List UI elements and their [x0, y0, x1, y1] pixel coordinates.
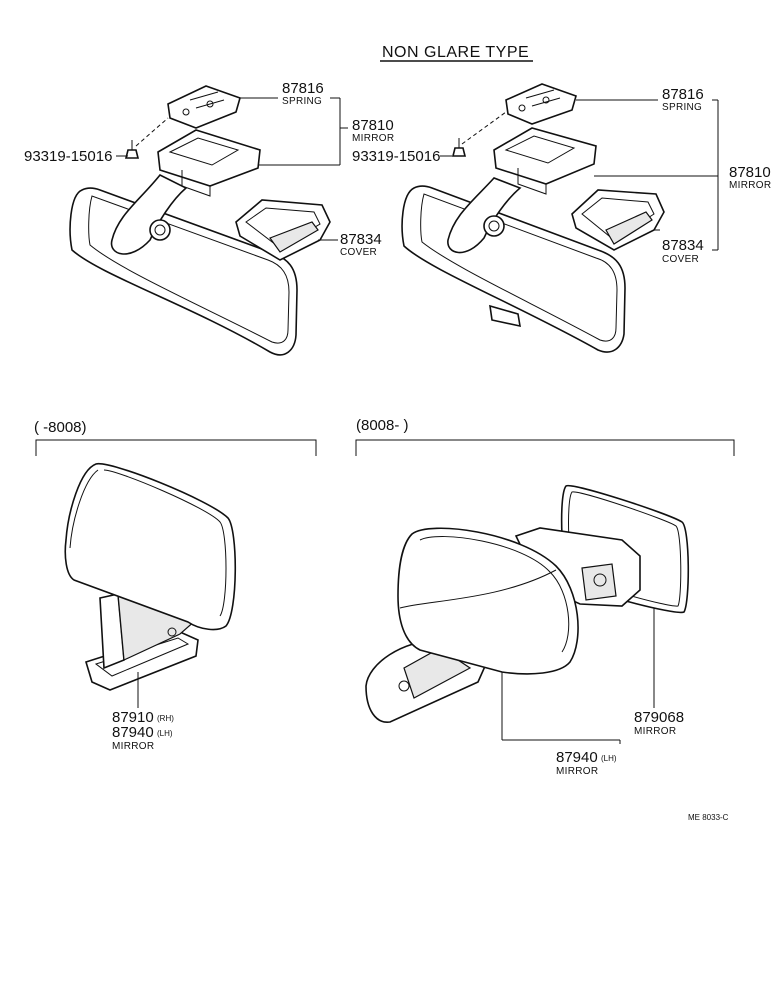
right-spring-number: 87816: [662, 86, 704, 103]
footer-code: ME 8033-C: [688, 813, 729, 822]
screw-icon: [451, 138, 467, 157]
cover-part: [235, 199, 331, 261]
late-lh-name: MIRROR: [556, 766, 598, 777]
right-mirror-number: 87810: [729, 164, 771, 181]
right-screw-number: 93319-15016: [352, 148, 440, 165]
inside-mirror-right: [401, 83, 665, 353]
left-leader-lines: [116, 97, 348, 241]
left-spring-name: SPRING: [282, 96, 322, 107]
svg-text:NON GLARE TYPE: NON GLARE TYPE: [382, 44, 529, 61]
left-screw-number: 93319-15016: [24, 148, 112, 165]
early-lh-number: 87940: [112, 724, 154, 741]
cover-part: [571, 189, 665, 251]
right-mirror-name: MIRROR: [729, 180, 771, 191]
inside-mirror-left: [69, 85, 331, 356]
left-mirror-name: MIRROR: [352, 133, 394, 144]
early-rh-side: (RH): [157, 714, 174, 723]
left-cover-number: 87834: [340, 231, 382, 248]
late-leader-lines: [501, 608, 655, 744]
left-cover-name: COVER: [340, 247, 377, 258]
early-rh-number: 87910: [112, 709, 154, 726]
late-lh-number: 87940: [556, 749, 598, 766]
early-range-label: ( -8008): [34, 419, 87, 436]
screw-icon: [124, 140, 140, 159]
late-lh-side: (LH): [601, 754, 617, 763]
diagram-title: NON GLARE TYPE: [380, 44, 533, 62]
late-glass-number: 879068: [634, 709, 684, 726]
outer-mirror-late: [365, 484, 690, 723]
early-mirror-name: MIRROR: [112, 741, 154, 752]
right-cover-number: 87834: [662, 237, 704, 254]
right-cover-name: COVER: [662, 254, 699, 265]
left-mirror-number: 87810: [352, 117, 394, 134]
early-lh-side: (LH): [157, 729, 173, 738]
group-late: (8008- ): [355, 417, 735, 456]
late-range-label: (8008- ): [356, 417, 409, 434]
group-early: ( -8008): [34, 419, 317, 456]
late-glass-name: MIRROR: [634, 726, 676, 737]
right-spring-name: SPRING: [662, 102, 702, 113]
right-leader-lines: [440, 99, 719, 251]
left-spring-number: 87816: [282, 80, 324, 97]
outer-mirror-early: [64, 463, 237, 691]
